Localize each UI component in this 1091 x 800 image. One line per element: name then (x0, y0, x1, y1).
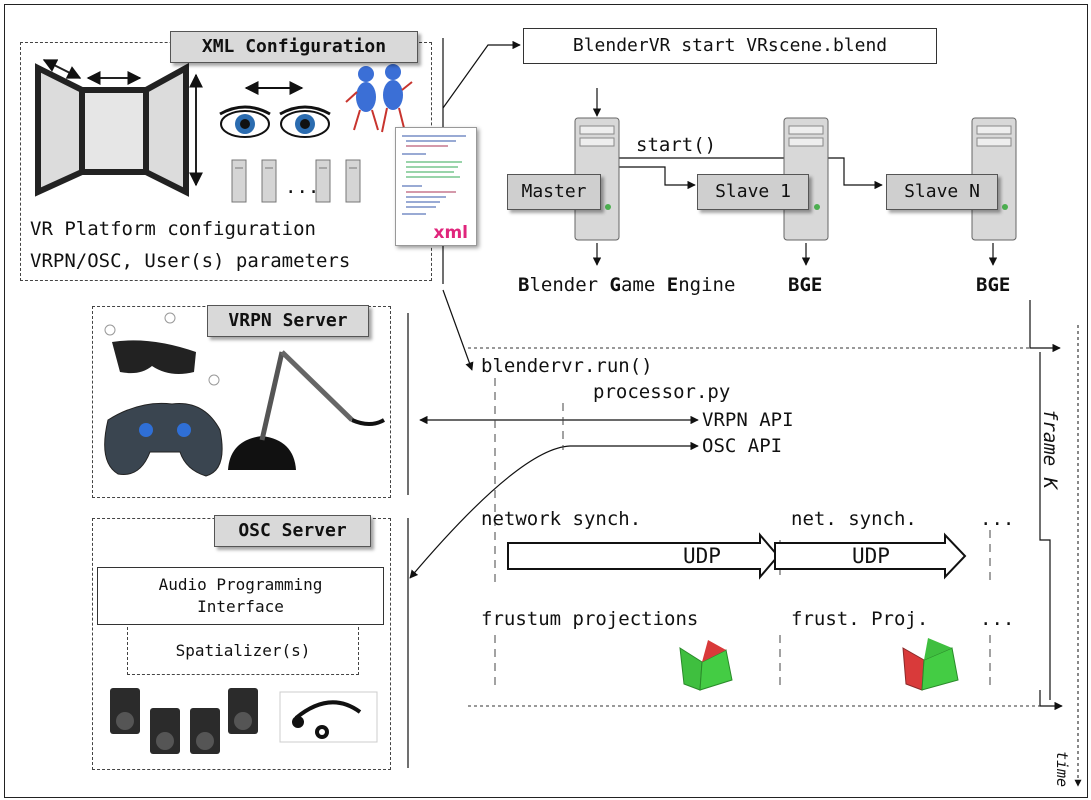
time-label: time (1053, 750, 1072, 788)
udp-label-1: UDP (683, 544, 721, 568)
vrpn-server-title: VRPN Server (207, 305, 369, 337)
audio-api-line2: Interface (197, 597, 284, 616)
vrpn-osc-users-label: VRPN/OSC, User(s) parameters (30, 250, 351, 272)
processor-py-label: processor.py (593, 381, 731, 403)
net-synch-label: net. synch. (791, 508, 917, 530)
xml-configuration-section (20, 42, 432, 281)
arrow-frame-end (1039, 690, 1063, 711)
spatializer-box: Spatializer(s) (127, 627, 359, 675)
arrow-start-slaveN (616, 157, 883, 190)
bge-slave1-label: BGE (788, 274, 823, 296)
udp-arrow-1 (507, 532, 780, 580)
master-node: Master (507, 174, 601, 210)
xml-badge: xml (433, 223, 468, 243)
bge-slaveN-label: BGE (976, 274, 1011, 296)
bge-letter-b: B (518, 274, 530, 296)
vr-platform-config-label: VR Platform configuration (30, 218, 316, 240)
haptic-arm-illustration (228, 350, 385, 470)
bge-text-1: lender (529, 274, 610, 296)
start-command-box: BlenderVR start VRscene.blend (523, 28, 937, 64)
xml-document-icon: xml (395, 127, 477, 246)
bge-text-2: ame (620, 274, 667, 296)
arrow-start-slave1 (616, 166, 696, 190)
frustum-icon-1 (679, 640, 733, 691)
ellipsis-synch-label: ... (980, 508, 1015, 530)
ellipsis-frustum-label: ... (980, 608, 1015, 630)
3d-glasses-illustration (104, 312, 220, 386)
arrow-xml-to-start (442, 40, 521, 109)
gamepad-illustration (104, 402, 223, 477)
xml-configuration-title: XML Configuration (170, 31, 418, 63)
diagram-frame (4, 4, 1088, 798)
users-illustration (345, 64, 413, 133)
xml-code-lines (402, 135, 466, 215)
udp-label-2: UDP (852, 544, 890, 568)
arrow-frame-start (1029, 300, 1061, 353)
frustum-projections-label: frustum projections (481, 608, 699, 630)
headphones-illustration (279, 691, 378, 743)
eyes-illustration (219, 81, 331, 138)
audio-api-line1: Audio Programming (158, 575, 323, 594)
vrpn-api-label: VRPN API (702, 409, 794, 431)
network-synch-label: network synch. (481, 508, 642, 530)
mini-servers-illustration (231, 159, 361, 203)
timeline-frame-bracket (1039, 352, 1051, 700)
arrow-xml-to-run (442, 289, 474, 371)
blender-game-engine-label: Blender Game Engine (518, 274, 735, 296)
bge-text-3: ngine (678, 274, 736, 296)
slaveN-node: Slave N (886, 174, 998, 210)
frust-proj-label: frust. Proj. (791, 608, 929, 630)
speakers-illustration (110, 688, 258, 754)
start-call-label: start() (636, 134, 717, 156)
frustum-icon-2 (902, 638, 959, 691)
frame-k-label: frame K (1039, 408, 1062, 490)
cave-screens-illustration (35, 59, 203, 197)
udp-arrow-2 (774, 532, 967, 580)
ellipsis-label: ... (285, 176, 320, 198)
osc-api-label: OSC API (702, 435, 783, 457)
blendervr-run-label: blendervr.run() (481, 355, 653, 377)
bge-letter-e: E (666, 274, 679, 296)
bge-letter-g: G (609, 274, 621, 296)
audio-programming-interface-box: Audio Programming Interface (97, 567, 384, 625)
slave1-node: Slave 1 (697, 174, 809, 210)
osc-server-title: OSC Server (214, 515, 371, 547)
